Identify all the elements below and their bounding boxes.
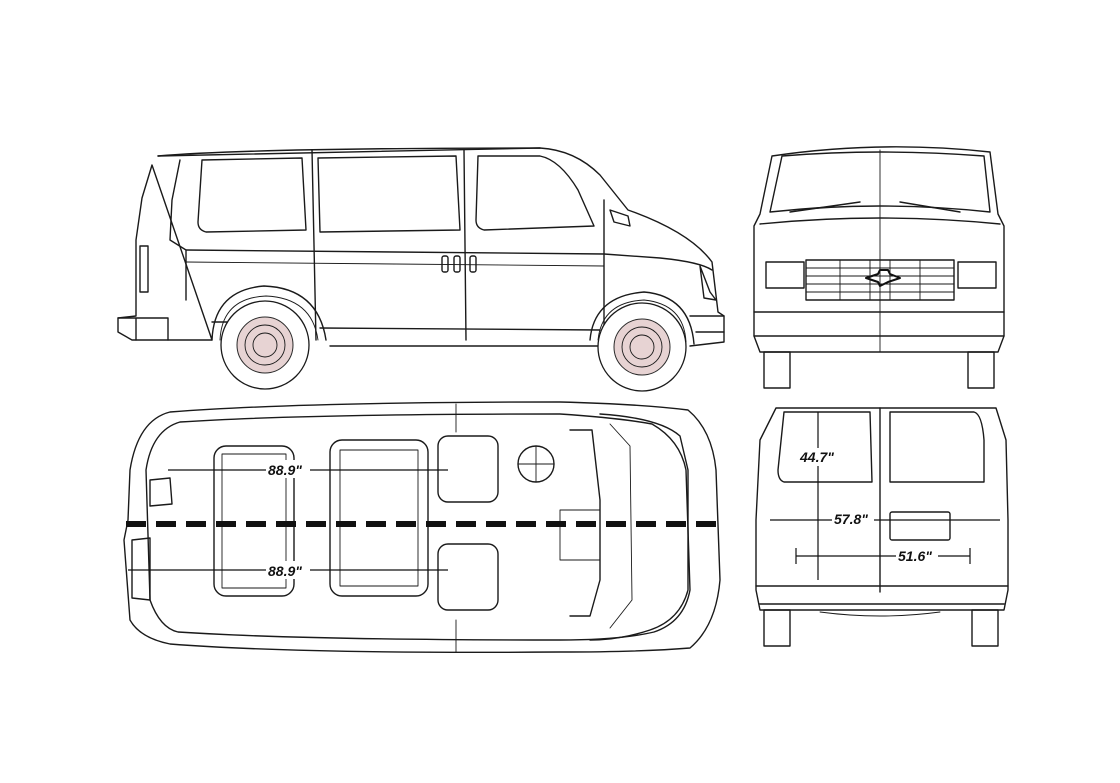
top-driver-seat bbox=[437, 435, 499, 503]
rear-bumper bbox=[755, 585, 1009, 605]
front-hood-line bbox=[759, 217, 1001, 225]
rear-width-lower-dimension-label: 51.6" bbox=[898, 548, 932, 564]
top-body-outline bbox=[123, 401, 721, 654]
front-left-tire bbox=[763, 351, 791, 389]
side-view bbox=[117, 147, 725, 392]
top-passenger-seat bbox=[437, 543, 499, 611]
side-body-outline bbox=[117, 147, 725, 347]
front-body-outline bbox=[753, 146, 1005, 353]
top-middle-bench-seat bbox=[329, 439, 429, 597]
top-lower-dimension-label: 88.9" bbox=[268, 563, 302, 579]
bowtie-logo-icon bbox=[865, 269, 901, 287]
rear-body-outline bbox=[755, 407, 1009, 611]
side-rear-wheel-arch-inner bbox=[219, 295, 319, 341]
rear-right-window bbox=[889, 411, 985, 483]
side-door-seams bbox=[311, 149, 605, 341]
front-grille bbox=[805, 259, 955, 301]
side-beltline-lower bbox=[185, 261, 605, 267]
side-front-wheel-arch-inner bbox=[597, 299, 687, 343]
side-front-window bbox=[475, 155, 595, 231]
top-engine-cover bbox=[559, 509, 601, 561]
front-view bbox=[753, 146, 1005, 389]
front-bumper bbox=[753, 311, 1005, 337]
rear-license-plate bbox=[889, 511, 951, 541]
top-cabin-outline bbox=[145, 413, 691, 641]
front-left-headlight bbox=[765, 261, 805, 289]
side-headlight bbox=[699, 265, 717, 301]
side-front-bumper bbox=[689, 315, 725, 333]
side-door-handle bbox=[441, 255, 449, 273]
rear-width-upper-dimension-label: 57.8" bbox=[834, 511, 868, 527]
top-upper-dimension-label: 88.9" bbox=[268, 462, 302, 478]
top-rear-doors bbox=[131, 477, 173, 601]
side-rear-bumper bbox=[117, 317, 169, 341]
side-roof bbox=[157, 147, 541, 157]
front-right-tire bbox=[967, 351, 995, 389]
front-windshield bbox=[769, 151, 991, 213]
side-mirror bbox=[609, 209, 631, 227]
side-rear-pillar bbox=[169, 159, 187, 301]
side-beltline bbox=[185, 249, 713, 271]
side-rear-window bbox=[197, 157, 307, 233]
front-wipers bbox=[789, 201, 961, 213]
side-taillight bbox=[139, 245, 149, 293]
side-rear-wheel-arch bbox=[211, 285, 327, 341]
top-windshield bbox=[589, 413, 689, 641]
rear-right-tire bbox=[971, 609, 999, 647]
rear-view: 44.7" 57.8" 51.6" bbox=[755, 407, 1009, 647]
side-front-wheel-arch bbox=[589, 291, 695, 345]
front-right-headlight bbox=[957, 261, 997, 289]
rear-left-window bbox=[777, 411, 873, 483]
rear-left-tire bbox=[763, 609, 791, 647]
rear-width-lower-dimension-line bbox=[795, 548, 971, 564]
side-door-handle bbox=[453, 255, 461, 273]
top-view: 88.9" 88.9" bbox=[123, 401, 724, 654]
rear-height-dimension-label: 44.7" bbox=[799, 449, 834, 465]
side-door-handle bbox=[469, 255, 477, 273]
side-middle-window bbox=[317, 155, 461, 233]
